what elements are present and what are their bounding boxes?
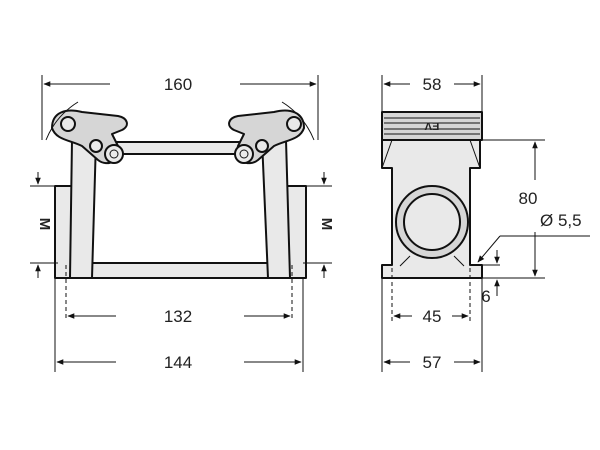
front-view: 160 M xyxy=(30,75,335,372)
dim-45-label: 45 xyxy=(423,307,442,326)
dim-6-label: 6 xyxy=(481,287,490,306)
front-right-upright xyxy=(261,139,291,279)
dim-57-label: 57 xyxy=(423,353,442,372)
front-crossbar xyxy=(105,141,253,155)
dim-58-label: 58 xyxy=(423,75,442,94)
front-base-plate xyxy=(57,262,304,279)
dim-80-label: 80 xyxy=(519,189,538,208)
side-cap-mark: ɅƎ xyxy=(425,121,440,133)
dim-hole-label: Ø 5,5 xyxy=(540,211,582,230)
thread-label-right: M xyxy=(318,218,335,231)
side-top-cap xyxy=(381,111,483,141)
dim-132-label: 132 xyxy=(164,307,192,326)
cable-entry-inner xyxy=(403,193,461,251)
side-view: 58 ɅƎ 80 Ø 5,5 6 xyxy=(381,75,590,372)
dim-160-label: 160 xyxy=(164,75,192,94)
right-pivot xyxy=(234,144,254,164)
front-left-upright xyxy=(69,139,97,279)
left-pivot xyxy=(104,144,124,164)
dim-144-label: 144 xyxy=(164,353,192,372)
thread-label-left: M xyxy=(36,218,53,231)
